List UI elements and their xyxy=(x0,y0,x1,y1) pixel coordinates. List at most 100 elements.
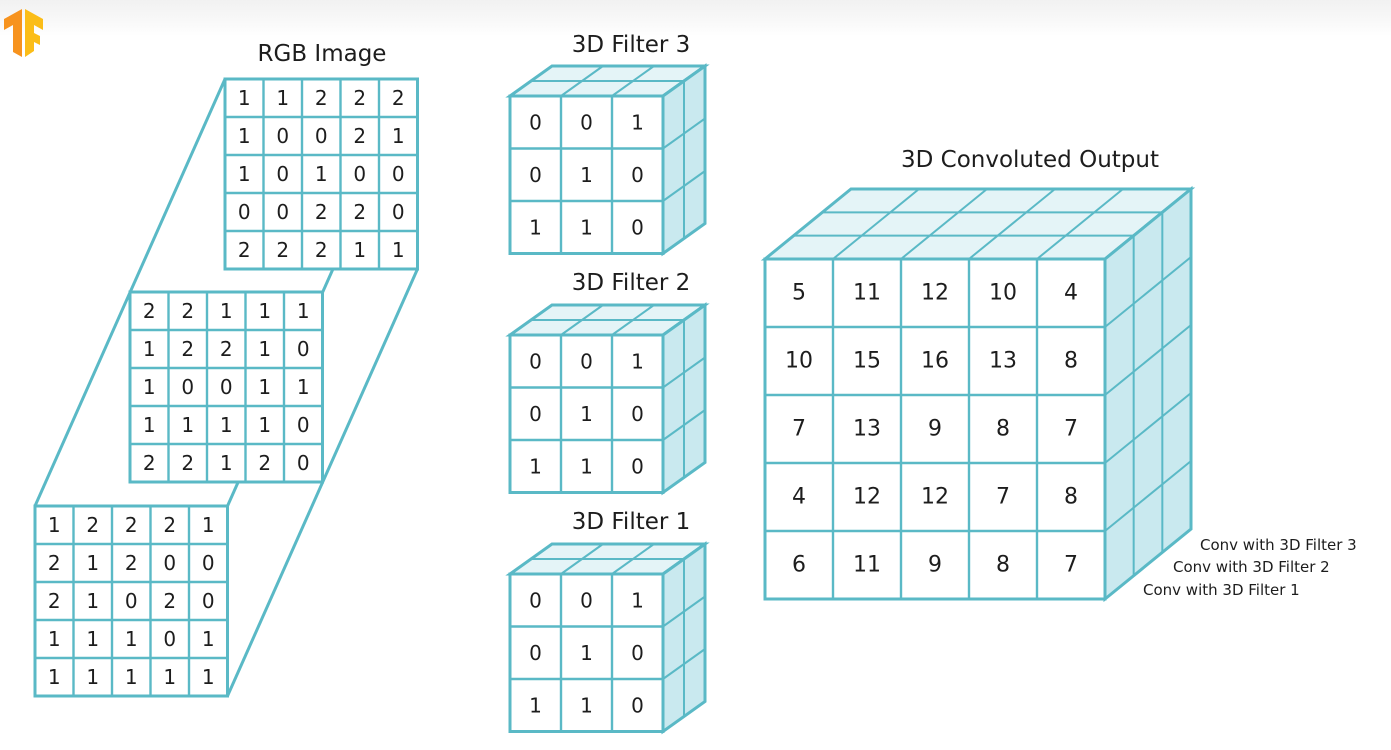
rgb-front-cell: 1 xyxy=(86,589,99,613)
rgb-back-cell: 0 xyxy=(238,200,251,224)
rgb-back-cell: 2 xyxy=(392,86,405,110)
filter-1-front-cell: 0 xyxy=(631,641,644,665)
output-front-cell: 7 xyxy=(1064,417,1078,442)
output-front-cell: 11 xyxy=(853,281,881,306)
rgb-front-cell: 1 xyxy=(86,665,99,689)
rgb-front-cell: 2 xyxy=(48,551,61,575)
filter-2-front-cell: 1 xyxy=(580,402,593,426)
rgb-back-frame xyxy=(223,77,419,271)
output-front-cell: 8 xyxy=(1064,349,1078,374)
filter-2-front-cell: 0 xyxy=(580,349,593,373)
output-front-cell: 12 xyxy=(921,281,949,306)
rgb-front-cell: 2 xyxy=(125,513,138,537)
output-front-cell: 4 xyxy=(1064,281,1078,306)
depth-label-filter-1: Conv with 3D Filter 1 xyxy=(1143,581,1300,599)
rgb-middle-cell: 1 xyxy=(258,337,271,361)
filter-2-title: 3D Filter 2 xyxy=(572,270,691,296)
rgb-middle-cell: 0 xyxy=(220,375,233,399)
output-right-row-line xyxy=(1104,392,1192,464)
rgb-middle-cell: 1 xyxy=(297,299,310,323)
rgb-front-cell: 0 xyxy=(202,551,215,575)
rgb-front-cell: 1 xyxy=(202,627,215,651)
rgb-back-cell: 0 xyxy=(392,200,405,224)
filter-1-front-cell: 1 xyxy=(631,588,644,612)
filter-1-right-row-line xyxy=(662,595,706,628)
rgb-front-cell: 1 xyxy=(48,665,61,689)
rgb-front-cell: 0 xyxy=(202,589,215,613)
filter-1-right-row-line xyxy=(662,648,706,680)
rgb-front-cell: 1 xyxy=(86,627,99,651)
rgb-front-cell: 1 xyxy=(125,627,138,651)
filter-1-front-cell: 1 xyxy=(580,693,593,717)
filter-1-title: 3D Filter 1 xyxy=(572,509,691,535)
rgb-back-cell: 2 xyxy=(315,238,328,262)
output-front-cell: 16 xyxy=(921,349,949,374)
rgb-front-cell: 2 xyxy=(125,551,138,575)
filter-3-title: 3D Filter 3 xyxy=(572,32,691,58)
filter-3-front-cell: 1 xyxy=(580,163,593,187)
output-right-face xyxy=(1103,185,1193,603)
rgb-back-cell: 1 xyxy=(392,238,405,262)
filter-2-front-frame xyxy=(508,333,665,494)
rgb-back-cell: 1 xyxy=(353,238,366,262)
output-right-row-line xyxy=(1104,460,1192,532)
filter-1-front-cell: 0 xyxy=(529,641,542,665)
filter-2-front-cell: 0 xyxy=(529,402,542,426)
rgb-back-cell: 0 xyxy=(315,124,328,148)
output-front-cell: 10 xyxy=(785,349,813,374)
rgb-middle-cell: 1 xyxy=(297,375,310,399)
rgb-middle-cell: 1 xyxy=(258,413,271,437)
rgb-middle-cell: 0 xyxy=(297,451,310,475)
rgb-middle-cell: 2 xyxy=(220,337,233,361)
output-front-cell: 8 xyxy=(996,553,1010,578)
rgb-back-cell: 2 xyxy=(353,200,366,224)
output-front-cell: 8 xyxy=(1064,485,1078,510)
output-front-cell: 13 xyxy=(853,417,881,442)
rgb-back-cell: 1 xyxy=(392,124,405,148)
rgb-middle-cell: 1 xyxy=(143,375,156,399)
depth-label-filter-2: Conv with 3D Filter 2 xyxy=(1173,558,1330,576)
rgb-middle-cell: 2 xyxy=(181,451,194,475)
filter-2-front-cell: 0 xyxy=(529,349,542,373)
output-front-cell: 7 xyxy=(996,485,1010,510)
output-front-cell: 4 xyxy=(792,485,806,510)
rgb-front-cell: 2 xyxy=(86,513,99,537)
rgb-front-cell: 1 xyxy=(48,513,61,537)
rgb-middle-cell: 1 xyxy=(258,299,271,323)
rgb-middle-cell: 1 xyxy=(220,299,233,323)
output-right-row-line xyxy=(1104,256,1192,328)
filter-3-right-row-line xyxy=(662,170,706,202)
filter-1-front-cell: 1 xyxy=(529,693,542,717)
rgb-middle-cell: 1 xyxy=(143,413,156,437)
filter-3-front-cell: 0 xyxy=(631,163,644,187)
rgb-front-cell: 2 xyxy=(48,589,61,613)
filter-3-front-frame xyxy=(508,94,665,255)
rgb-back-cell: 0 xyxy=(276,200,289,224)
rgb-front-cell: 1 xyxy=(125,665,138,689)
output-front-cell: 12 xyxy=(921,485,949,510)
filter-2-right-row-line xyxy=(662,409,706,441)
output-top-col-line xyxy=(968,188,1056,260)
rgb-front-cell: 1 xyxy=(86,551,99,575)
rgb-middle-cell: 1 xyxy=(143,337,156,361)
output-right-row-line xyxy=(1104,324,1192,396)
rgb-front-cell: 2 xyxy=(163,513,176,537)
rgb-back-cell: 1 xyxy=(238,86,251,110)
rgb-middle-cell: 0 xyxy=(181,375,194,399)
rgb-back-cell: 0 xyxy=(276,162,289,186)
output-title: 3D Convoluted Output xyxy=(901,147,1159,173)
rgb-back-cell: 1 xyxy=(315,162,328,186)
rgb-front-cell: 1 xyxy=(202,665,215,689)
filter-1-front-cell: 0 xyxy=(529,588,542,612)
rgb-middle-cell: 1 xyxy=(258,375,271,399)
filter-3-front-cell: 0 xyxy=(631,215,644,239)
rgb-front-cell: 1 xyxy=(163,665,176,689)
top-strip xyxy=(0,0,1391,36)
rgb-middle-cell: 1 xyxy=(220,451,233,475)
filter-2-front-cell: 0 xyxy=(631,454,644,478)
